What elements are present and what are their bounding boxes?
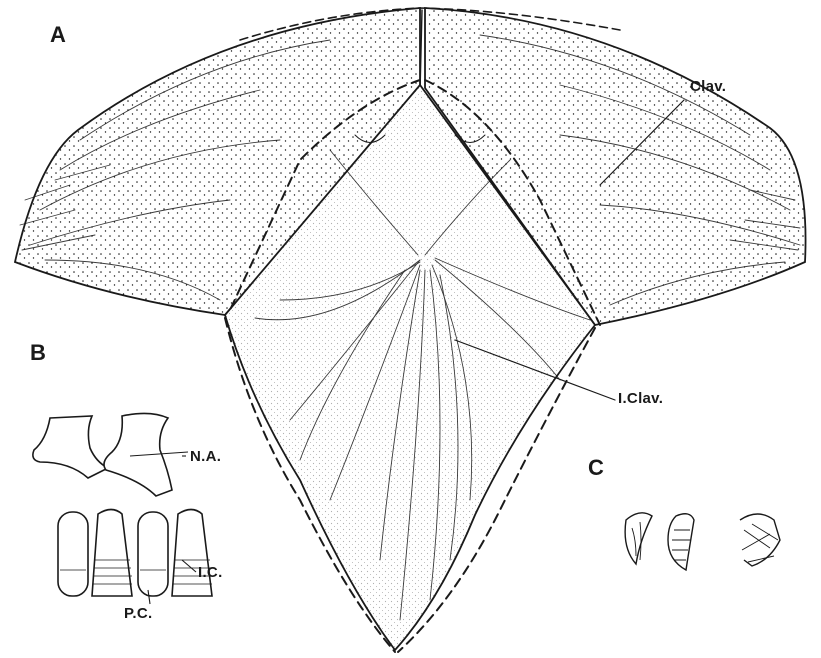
panel-label-b: B — [30, 340, 46, 366]
scale-fragment-2 — [668, 514, 694, 570]
interclavicle-label: I.Clav. — [618, 390, 663, 407]
scale-fragments-drawing — [625, 513, 780, 570]
neural-arch-left — [33, 416, 108, 478]
panel-label-c: C — [588, 455, 604, 481]
pleurocentrum-label: P.C. — [124, 605, 152, 622]
intercentrum-2 — [172, 510, 212, 597]
scale-fragment-1 — [625, 513, 652, 564]
clavicle-label: Clav. — [690, 78, 726, 95]
intercentrum-1 — [92, 510, 132, 597]
intercentrum-label: I.C. — [198, 564, 223, 581]
neural-arch-right — [104, 413, 172, 496]
pleurocentrum-1 — [58, 512, 88, 596]
neural-arch-label: N.A. — [190, 448, 221, 465]
panel-label-a: A — [50, 22, 66, 48]
vertebrae-drawing — [33, 413, 212, 604]
pleurocentrum-2 — [138, 512, 168, 596]
